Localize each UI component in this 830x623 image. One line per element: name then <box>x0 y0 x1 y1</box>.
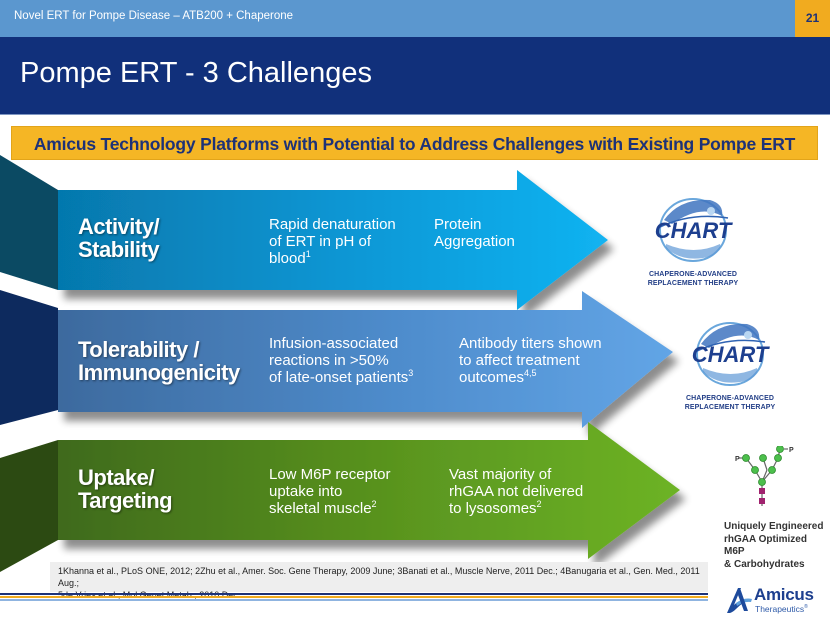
tagline-line: CHAPERONE-ADVANCED <box>685 395 774 402</box>
brand-name: Amicus <box>754 585 814 604</box>
point-line: to lysosomes <box>449 500 537 517</box>
challenge-point-denaturation: Rapid denaturation of ERT in pH of blood… <box>269 216 396 267</box>
slide-title: Pompe ERT - 3 Challenges <box>20 57 372 89</box>
arrow-uptake-targeting <box>58 422 680 559</box>
reference-superscript: 2 <box>536 499 542 509</box>
tagline-line: REPLACEMENT THERAPY <box>647 279 739 287</box>
glycan-caption: Uniquely Engineered rhGAA Optimized M6P … <box>724 521 830 571</box>
page-number: 21 <box>795 0 830 37</box>
title-band: Pompe ERT - 3 Challenges <box>0 37 830 115</box>
footnote-line: 1Khanna et al., PLoS ONE, 2012; 2Zhu et … <box>58 566 700 588</box>
banner-text: Amicus Technology Platforms with Potenti… <box>33 134 796 154</box>
arrow-tolerability-immunogenicity <box>58 291 673 428</box>
subtitle-banner: Amicus Technology Platforms with Potenti… <box>11 126 818 160</box>
arrow-activity-stability <box>58 170 608 310</box>
point-line: Aggregation <box>434 233 515 250</box>
point-line: uptake into <box>269 483 343 500</box>
category-tolerability-immunogenicity: Tolerability / Immunogenicity <box>78 338 240 384</box>
footer-rule-gold <box>0 596 708 598</box>
chart-tagline: CHAPERONE-ADVANCED REPLACEMENT THERAPY <box>677 395 783 412</box>
challenge-point-lysosome-delivery: Vast majority of rhGAA not delivered to … <box>449 466 583 517</box>
point-line: Low M6P receptor <box>269 466 391 483</box>
point-line: outcomes <box>459 369 525 386</box>
point-line: Rapid denaturation <box>269 216 396 233</box>
footer-rule-navy <box>0 593 708 595</box>
category-line: Targeting <box>78 488 173 513</box>
category-line: Activity/ <box>78 214 160 239</box>
brand-subtitle: Therapeutics® <box>755 604 808 614</box>
challenge-point-antibody-titers: Antibody titers shown to affect treatmen… <box>459 335 602 386</box>
fold-panel-2 <box>0 290 58 425</box>
challenge-point-aggregation: Protein Aggregation <box>434 216 515 250</box>
point-line: Infusion-associated <box>269 335 399 352</box>
category-line: Tolerability / <box>78 337 199 362</box>
point-line: Vast majority of <box>449 466 552 483</box>
header-bar: Novel ERT for Pompe Disease – ATB200 + C… <box>0 0 830 37</box>
phosphate-label: P <box>789 447 794 454</box>
chart-logo-text: CHART <box>655 218 733 243</box>
fold-panel-1 <box>0 155 58 290</box>
point-line: blood <box>269 250 306 267</box>
chart-logo-icon: CHART <box>692 322 770 386</box>
category-line: Uptake/ <box>78 465 154 490</box>
point-line: to affect treatment <box>459 352 580 369</box>
point-line: Protein <box>434 216 482 233</box>
challenge-point-m6p-uptake: Low M6P receptor uptake into skeletal mu… <box>269 466 390 517</box>
category-line: Immunogenicity <box>78 360 240 385</box>
reference-superscript: 4,5 <box>524 368 537 378</box>
point-line: Antibody titers shown <box>459 335 602 352</box>
point-line: rhGAA not delivered <box>449 483 584 500</box>
point-line: reactions in >50% <box>269 352 389 369</box>
deck-title: Novel ERT for Pompe Disease – ATB200 + C… <box>14 10 294 22</box>
caption-line: & Carbohydrates <box>724 558 805 570</box>
chart-tagline: CHAPERONE-ADVANCED REPLACEMENT THERAPY <box>640 271 746 288</box>
caption-line: Uniquely Engineered <box>724 521 824 532</box>
point-line: of ERT in pH of <box>269 233 371 250</box>
fold-panel-3 <box>0 440 58 572</box>
amicus-mark-icon <box>727 588 752 613</box>
point-line: of late-onset patients <box>269 369 409 386</box>
caption-line: rhGAA Optimized M6P <box>724 533 807 558</box>
reference-superscript: 3 <box>408 368 414 378</box>
footer-rule-lightblue <box>0 599 708 601</box>
amicus-logo: Amicus Therapeutics® <box>724 583 824 617</box>
challenge-point-infusion-reactions: Infusion-associated reactions in >50% of… <box>269 335 413 386</box>
references-footnote: 1Khanna et al., PLoS ONE, 2012; 2Zhu et … <box>50 562 708 600</box>
reference-superscript: 1 <box>305 249 311 259</box>
chart-logo-icon: CHART <box>655 198 733 262</box>
point-line: skeletal muscle <box>269 500 372 517</box>
chart-logo-text: CHART <box>692 342 770 367</box>
tagline-line: REPLACEMENT THERAPY <box>684 403 776 411</box>
glycan-structure-icon: P P <box>735 446 794 506</box>
brand-subtitle-text: Therapeutics <box>755 604 805 614</box>
category-line: Stability <box>78 237 160 262</box>
tagline-line: CHAPERONE-ADVANCED <box>648 271 737 278</box>
footnote-line: 5de Vries et al., Mol Genet Metab., 2010… <box>58 590 241 600</box>
reference-superscript: 2 <box>371 499 377 509</box>
category-uptake-targeting: Uptake/ Targeting <box>78 465 173 513</box>
registered-mark: ® <box>804 604 808 611</box>
phosphate-label: P <box>735 456 740 463</box>
category-activity-stability: Activity/ Stability <box>78 214 160 262</box>
